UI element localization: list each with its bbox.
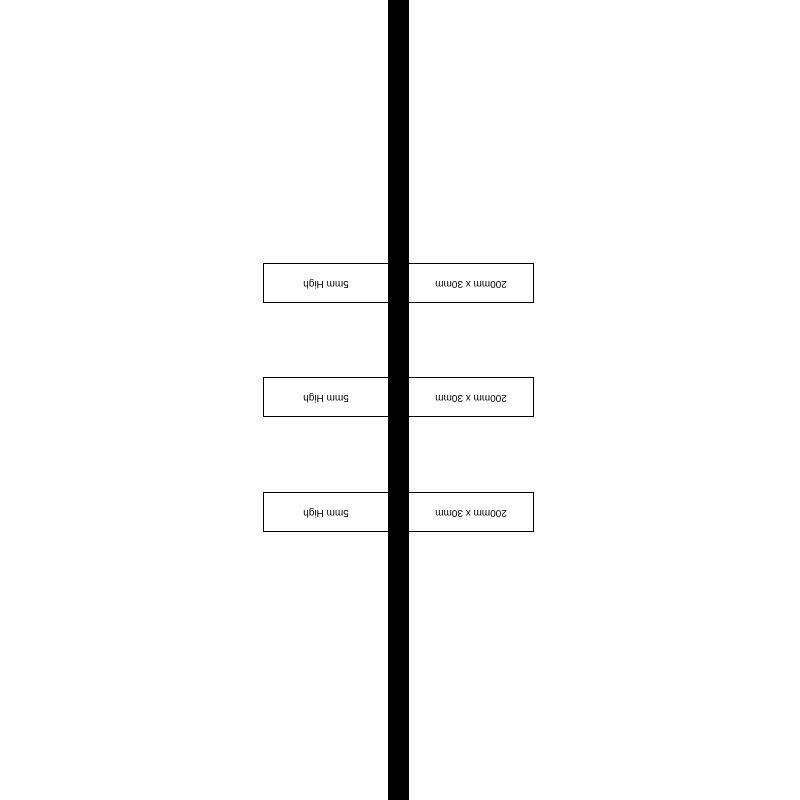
plate-size-label: 200mm x 30mm: [435, 507, 507, 518]
center-bar: [388, 0, 409, 800]
plate-size-label: 200mm x 30mm: [435, 278, 507, 289]
plate-height-label: 5mm High: [303, 392, 349, 403]
plate-height-label: 5mm High: [303, 278, 349, 289]
plate-size-label: 200mm x 30mm: [435, 392, 507, 403]
plate-height-label: 5mm High: [303, 507, 349, 518]
